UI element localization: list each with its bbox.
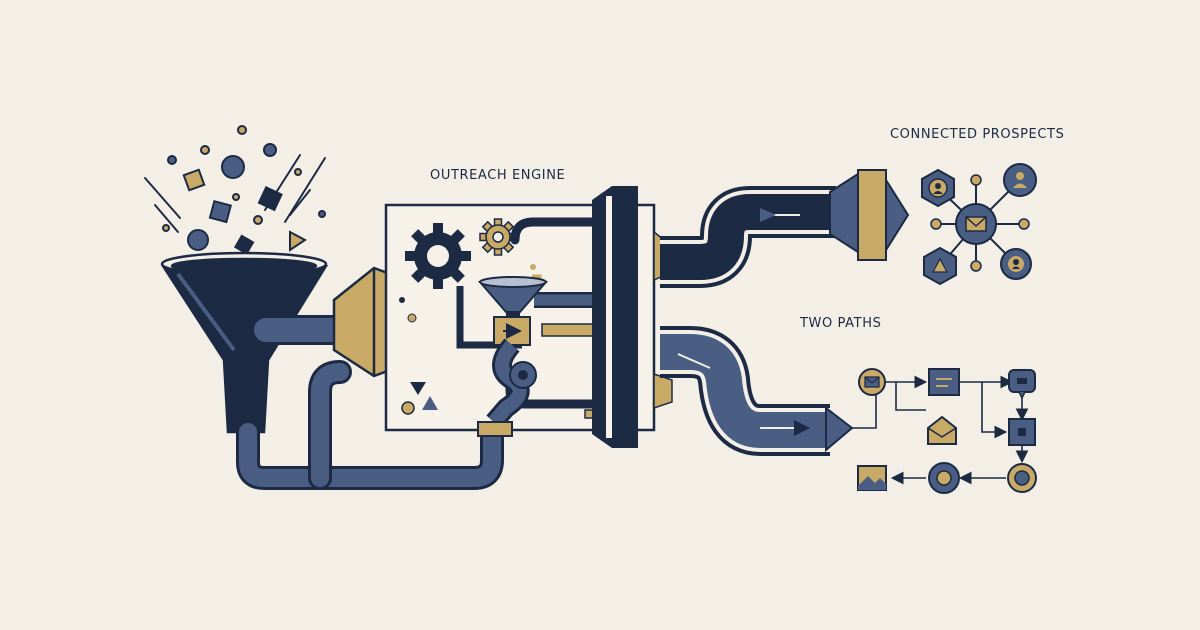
step-node — [928, 462, 960, 494]
chat-bubble-icon — [1008, 369, 1036, 400]
particle — [233, 234, 255, 255]
particle — [253, 215, 263, 225]
particle — [162, 224, 170, 232]
upper-output-pipe — [660, 186, 836, 288]
lower-nozzle — [825, 405, 854, 453]
network-node-icon — [923, 246, 957, 286]
particle — [289, 230, 307, 252]
small-gear-icon — [479, 218, 517, 256]
funnel-icon — [160, 251, 329, 434]
process-box — [493, 316, 531, 346]
particle — [200, 145, 210, 155]
decision-node — [1008, 418, 1036, 446]
decorative-shapes — [399, 297, 438, 415]
particle — [318, 210, 326, 218]
small-funnel-icon — [477, 276, 549, 321]
envelope-icon — [927, 415, 957, 445]
engine-bracket — [592, 186, 638, 448]
particle — [182, 168, 206, 192]
upper-nozzle — [829, 169, 910, 261]
lower-output-pipe — [660, 326, 830, 456]
prospect-network — [921, 163, 1037, 286]
envelope-icon — [858, 368, 886, 396]
particle — [263, 143, 277, 157]
particle — [167, 155, 177, 165]
two-paths-label: TWO PATHS — [800, 316, 882, 331]
gear-icon — [405, 223, 471, 289]
particle — [237, 125, 247, 135]
user-icon — [1003, 163, 1037, 197]
document-icon — [928, 368, 960, 396]
mini-gear-icon — [509, 361, 537, 389]
particle — [221, 155, 245, 179]
target-node — [1007, 463, 1037, 493]
connected-prospects-label: CONNECTED PROSPECTS — [890, 127, 1065, 142]
particle — [294, 168, 302, 176]
image-icon — [857, 465, 887, 491]
particle — [257, 186, 283, 212]
user-icon — [1000, 248, 1032, 280]
outreach-engine — [384, 186, 673, 448]
outreach-engine-label: OUTREACH ENGINE — [430, 168, 566, 183]
envelope-icon — [955, 203, 997, 245]
particle — [232, 193, 240, 201]
input-particles — [144, 125, 326, 255]
two-paths-flowchart — [852, 368, 1037, 494]
burst-lines — [144, 154, 326, 233]
particle — [187, 229, 209, 251]
user-icon — [921, 168, 955, 208]
particle — [208, 199, 232, 224]
